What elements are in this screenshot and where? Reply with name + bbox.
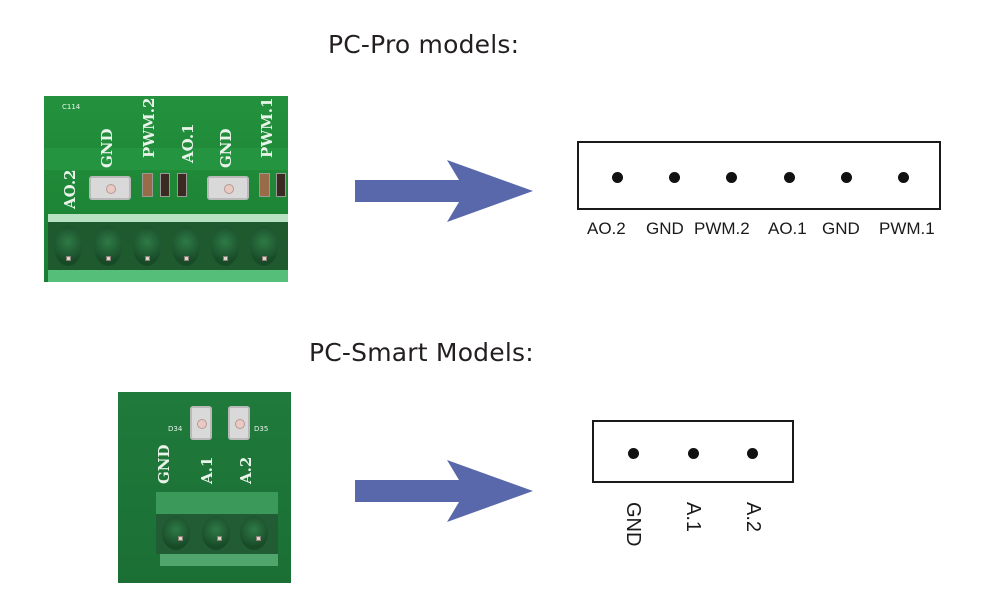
resistor	[177, 173, 187, 197]
pin-label: PWM.1	[879, 219, 935, 238]
pin	[184, 256, 189, 261]
pin	[66, 256, 71, 261]
pin	[106, 256, 111, 261]
terminal-edge	[48, 214, 288, 222]
pin-dot	[841, 172, 852, 183]
pin-label: A.2	[742, 502, 764, 533]
silk-label: PWM.2	[140, 97, 158, 158]
pin-dot	[612, 172, 623, 183]
led-label: D35	[254, 425, 269, 433]
silk-label: A.2	[237, 456, 255, 484]
pin	[223, 256, 228, 261]
screw-terminal	[162, 516, 190, 550]
screw-terminal	[240, 516, 268, 550]
pin-label: AO.2	[587, 219, 626, 238]
silk-label: AO.1	[179, 123, 197, 164]
pin	[256, 536, 261, 541]
led	[89, 176, 131, 200]
silk-label: GND	[217, 128, 235, 168]
terminal-block	[48, 222, 288, 270]
silk-label: AO.2	[61, 169, 79, 210]
component-label: C114	[62, 103, 81, 111]
terminal-foot	[160, 554, 278, 566]
led-label: D34	[168, 425, 183, 433]
pc-smart-heading: PC-Smart Models:	[309, 338, 534, 367]
resistor	[259, 173, 270, 197]
right-arrow-icon	[355, 160, 533, 222]
resistor	[160, 173, 170, 197]
terminal-foot	[48, 270, 288, 282]
pin-dot	[726, 172, 737, 183]
pc-pro-board-photo: C114 AO.2 GND PWM.2 AO.1 GND PWM.1	[44, 96, 288, 282]
led	[228, 406, 250, 440]
resistor	[276, 173, 286, 197]
silk-label: PWM.1	[258, 97, 276, 158]
pin-label: A.1	[682, 502, 704, 533]
led	[190, 406, 212, 440]
pin	[178, 536, 183, 541]
pin-label: GND	[622, 502, 644, 547]
silk-label: GND	[98, 128, 116, 168]
pc-pro-heading: PC-Pro models:	[328, 30, 520, 59]
pin-label: PWM.2	[694, 219, 750, 238]
pin-label: GND	[822, 219, 860, 238]
pin-label: GND	[646, 219, 684, 238]
pin-label: AO.1	[768, 219, 807, 238]
pin-dot	[669, 172, 680, 183]
pc-pro-connector-diagram	[577, 141, 941, 210]
silk-label: GND	[155, 444, 173, 484]
pin-dot	[784, 172, 795, 183]
pc-smart-board-photo: D34 D35 GND A.1 A.2	[118, 392, 291, 583]
pin-dot	[628, 448, 639, 459]
pin-dot	[898, 172, 909, 183]
pin-dot	[747, 448, 758, 459]
pin	[262, 256, 267, 261]
terminal-top	[156, 492, 278, 514]
led	[207, 176, 249, 200]
pc-smart-connector-diagram	[592, 420, 794, 483]
right-arrow-icon	[355, 460, 533, 522]
silk-label: A.1	[198, 456, 216, 484]
pin	[145, 256, 150, 261]
screw-terminal	[202, 516, 230, 550]
pin-dot	[688, 448, 699, 459]
resistor	[142, 173, 153, 197]
pcb-trace	[44, 148, 288, 170]
pin	[217, 536, 222, 541]
